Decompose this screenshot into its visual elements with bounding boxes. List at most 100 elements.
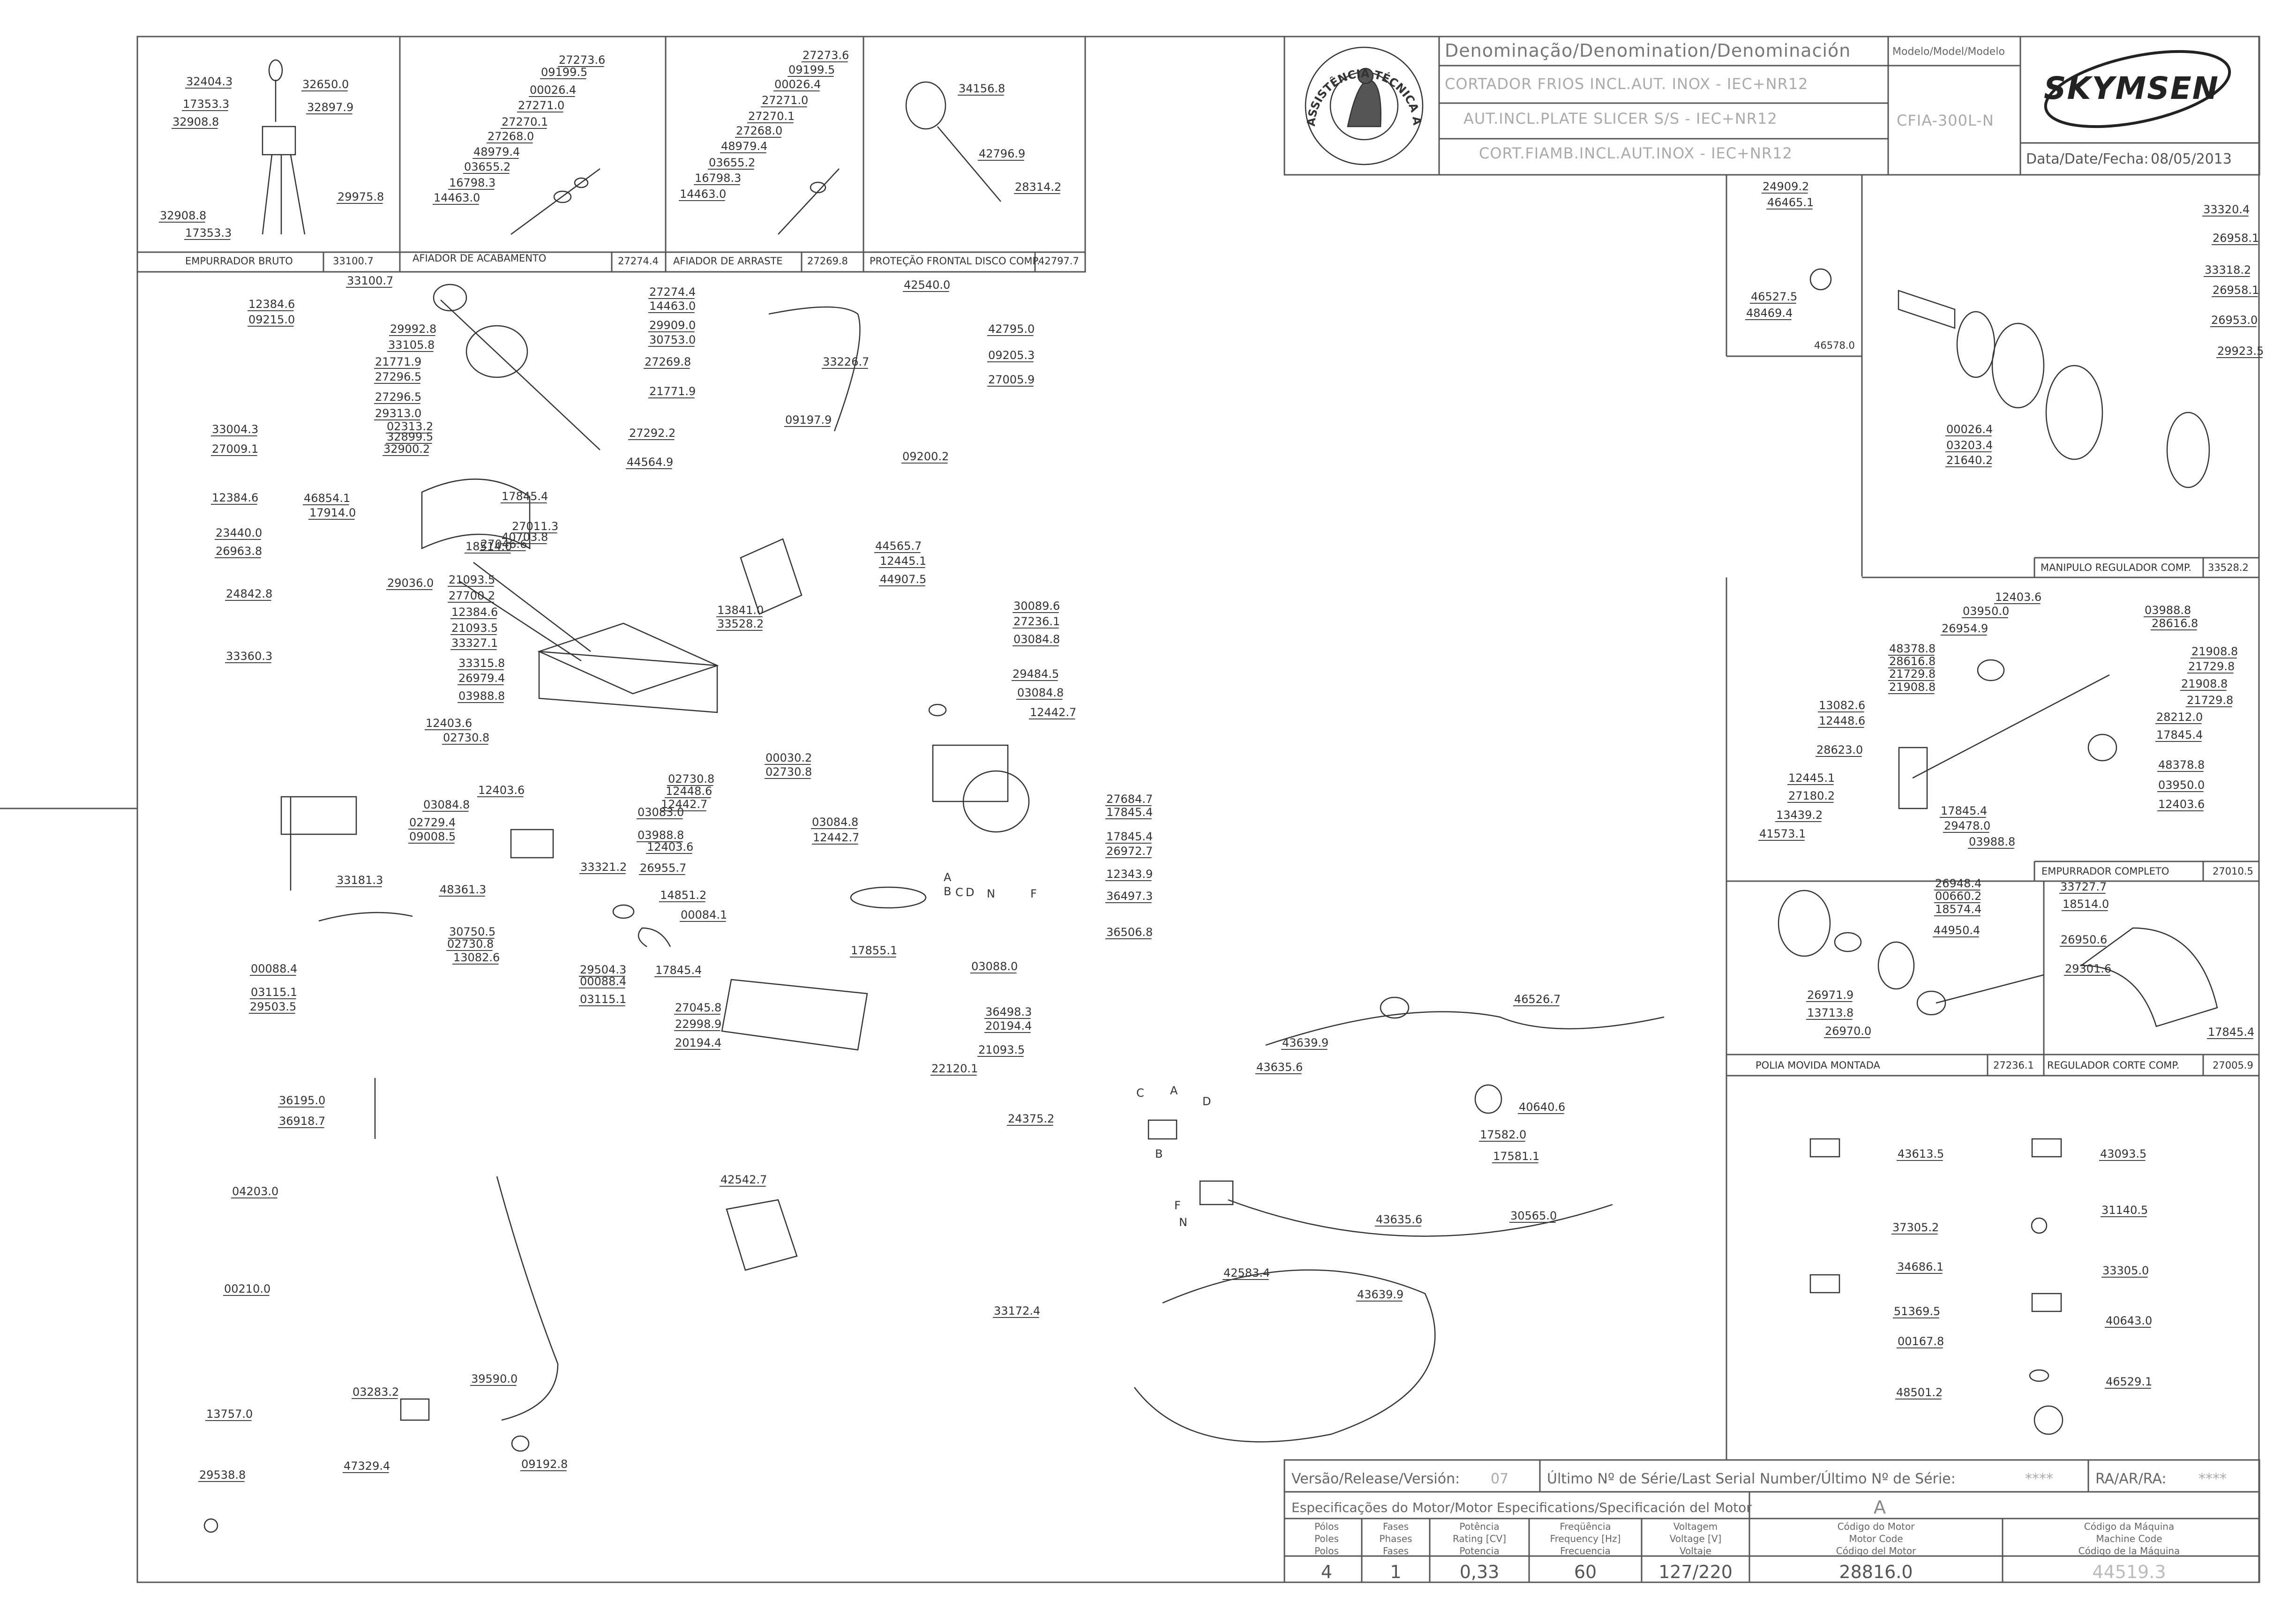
part-shape-57: [1778, 890, 1831, 957]
part-number-label: 29484.5: [1013, 667, 1059, 681]
model-value: CFIA-300L-N: [1897, 112, 1994, 129]
part-number-label: 27009.1: [212, 442, 258, 456]
serial-value: ****: [2025, 1471, 2053, 1487]
date-label: Data/Date/Fecha:: [2026, 151, 2149, 167]
part-shape-58: [1834, 932, 1862, 952]
wire-terminal-letter: A: [944, 871, 952, 884]
part-shape-69: [2033, 1405, 2063, 1435]
part-number-label: 26958.1: [2213, 284, 2259, 297]
part-number-label: 12442.7: [813, 831, 859, 844]
part-number-label: 00030.2: [765, 751, 812, 764]
part-shape-31: [932, 744, 1009, 802]
part-shape-34: [726, 1199, 798, 1271]
part-number-label: 26963.8: [216, 545, 262, 558]
part-number-label: 29975.8: [338, 190, 384, 203]
part-number-label: 18514.0: [465, 540, 512, 553]
part-shape-4: [268, 59, 283, 82]
part-number-label: 33226.7: [823, 355, 869, 368]
part-number-label: 33105.8: [388, 338, 435, 352]
voltage-value: 127/220: [1658, 1562, 1733, 1582]
part-number-label: 12445.1: [1788, 771, 1835, 785]
part-number-label: 02729.4: [409, 816, 456, 829]
part-number-label: 29504.3: [580, 963, 626, 976]
part-number-label: 03115.1: [580, 993, 626, 1006]
part-number-label: 44950.4: [1934, 924, 1980, 937]
part-number-label: 03988.8: [1969, 835, 2015, 848]
part-number-label: 02313.2: [387, 420, 433, 433]
part-number-label: 26970.0: [1825, 1025, 1871, 1038]
part-number-label: 14463.0: [434, 191, 480, 204]
part-number-label: 27236.1: [1013, 615, 1060, 628]
footer-frame: [1283, 1459, 2260, 1583]
part-number-label: 12448.6: [1819, 714, 1865, 727]
part-number-label: 42795.0: [988, 322, 1035, 336]
wire-terminal-letter: F: [1174, 1199, 1181, 1212]
motor-letter: A: [1874, 1497, 1886, 1518]
part-number-label: 02730.8: [668, 772, 714, 786]
wire-terminal-letter: D: [966, 886, 974, 899]
part-number-label: 36506.8: [1106, 926, 1153, 939]
part-number-label: 42796.9: [979, 147, 1025, 160]
part-number-label: 43639.9: [1357, 1288, 1403, 1301]
part-number-label: 03084.8: [1017, 686, 1064, 699]
part-number-label: 21908.8: [2191, 645, 2238, 658]
part-number-label: 12403.6: [478, 784, 525, 797]
part-shape-47: [1898, 290, 1956, 329]
part-number-label: 09215.0: [248, 313, 295, 326]
part-number-label: 09199.5: [788, 63, 835, 76]
part-number-label: 32404.3: [186, 75, 233, 88]
part-shape-41: [1228, 1199, 1613, 1237]
part-number-label: 28616.8: [2152, 617, 2198, 630]
part-number-label: 33172.4: [994, 1304, 1040, 1317]
box-caption-code: 33528.2: [2208, 562, 2249, 573]
part-number-label: 48378.8: [2158, 758, 2205, 771]
part-number-label: 03084.8: [423, 798, 470, 811]
part-number-label: 03988.8: [638, 829, 684, 842]
part-shape-30: [721, 979, 868, 1051]
part-number-label: 27270.1: [502, 115, 548, 128]
part-number-label: 27046.6: [480, 538, 527, 551]
part-number-label: 13841.0: [717, 604, 764, 617]
part-number-label: 12445.1: [880, 554, 926, 568]
part-number-label: 12442.7: [661, 798, 707, 811]
part-number-label: 46465.1: [1767, 196, 1814, 209]
wire-terminal-letter: F: [1030, 887, 1037, 900]
part-number-label: 29301.6: [2065, 962, 2111, 975]
frequency-value: 60: [1574, 1562, 1597, 1582]
part-shape-20: [433, 284, 467, 312]
wire-terminal-letter: C: [1136, 1086, 1144, 1100]
part-shape-60: [1916, 990, 1946, 1016]
part-number-label: 21771.9: [649, 385, 696, 398]
part-number-label: 21093.5: [451, 621, 498, 635]
part-number-label: 02730.8: [765, 765, 812, 778]
part-number-label: 27268.0: [736, 124, 782, 137]
part-shape-21: [459, 580, 582, 662]
part-shape-67: [2031, 1217, 2048, 1234]
part-number-label: 32908.8: [173, 115, 219, 128]
box-caption-name: MANIPULO REGULADOR COMP.: [2041, 562, 2191, 573]
wire-terminal-letter: D: [1202, 1095, 1211, 1108]
part-number-label: 03083.0: [638, 806, 684, 819]
part-shape-25: [318, 912, 413, 922]
frequency-label: Freqüência Frequency [Hz] Frecuencia: [1550, 1521, 1621, 1557]
description-en: AUT.INCL.PLATE SLICER S/S - IEC+NR12: [1463, 110, 1778, 127]
part-shape-65: [1809, 1274, 1840, 1294]
part-number-label: 47329.4: [344, 1459, 390, 1473]
part-shape-55: [1977, 659, 2005, 681]
part-number-label: 40640.6: [1519, 1100, 1565, 1114]
part-number-label: 42540.0: [904, 278, 950, 292]
part-number-label: 12442.7: [1030, 706, 1076, 719]
box-caption-name: AFIADOR DE ARRASTE: [673, 255, 783, 267]
part-number-label: 03950.0: [1963, 605, 2009, 618]
part-number-label: 16798.3: [449, 176, 495, 189]
part-number-label: 21908.8: [1889, 681, 1936, 694]
part-number-label: 33528.2: [717, 617, 764, 630]
part-number-label: 12384.6: [212, 491, 258, 504]
part-number-label: 12384.6: [248, 298, 295, 311]
part-number-label: 28212.0: [2156, 711, 2203, 724]
part-number-label: 36195.0: [279, 1094, 325, 1107]
part-number-label: 48501.2: [1896, 1386, 1943, 1399]
part-number-label: 26958.1: [2213, 232, 2259, 245]
part-shape-26: [510, 829, 554, 859]
part-number-label: 37305.2: [1892, 1221, 1939, 1234]
